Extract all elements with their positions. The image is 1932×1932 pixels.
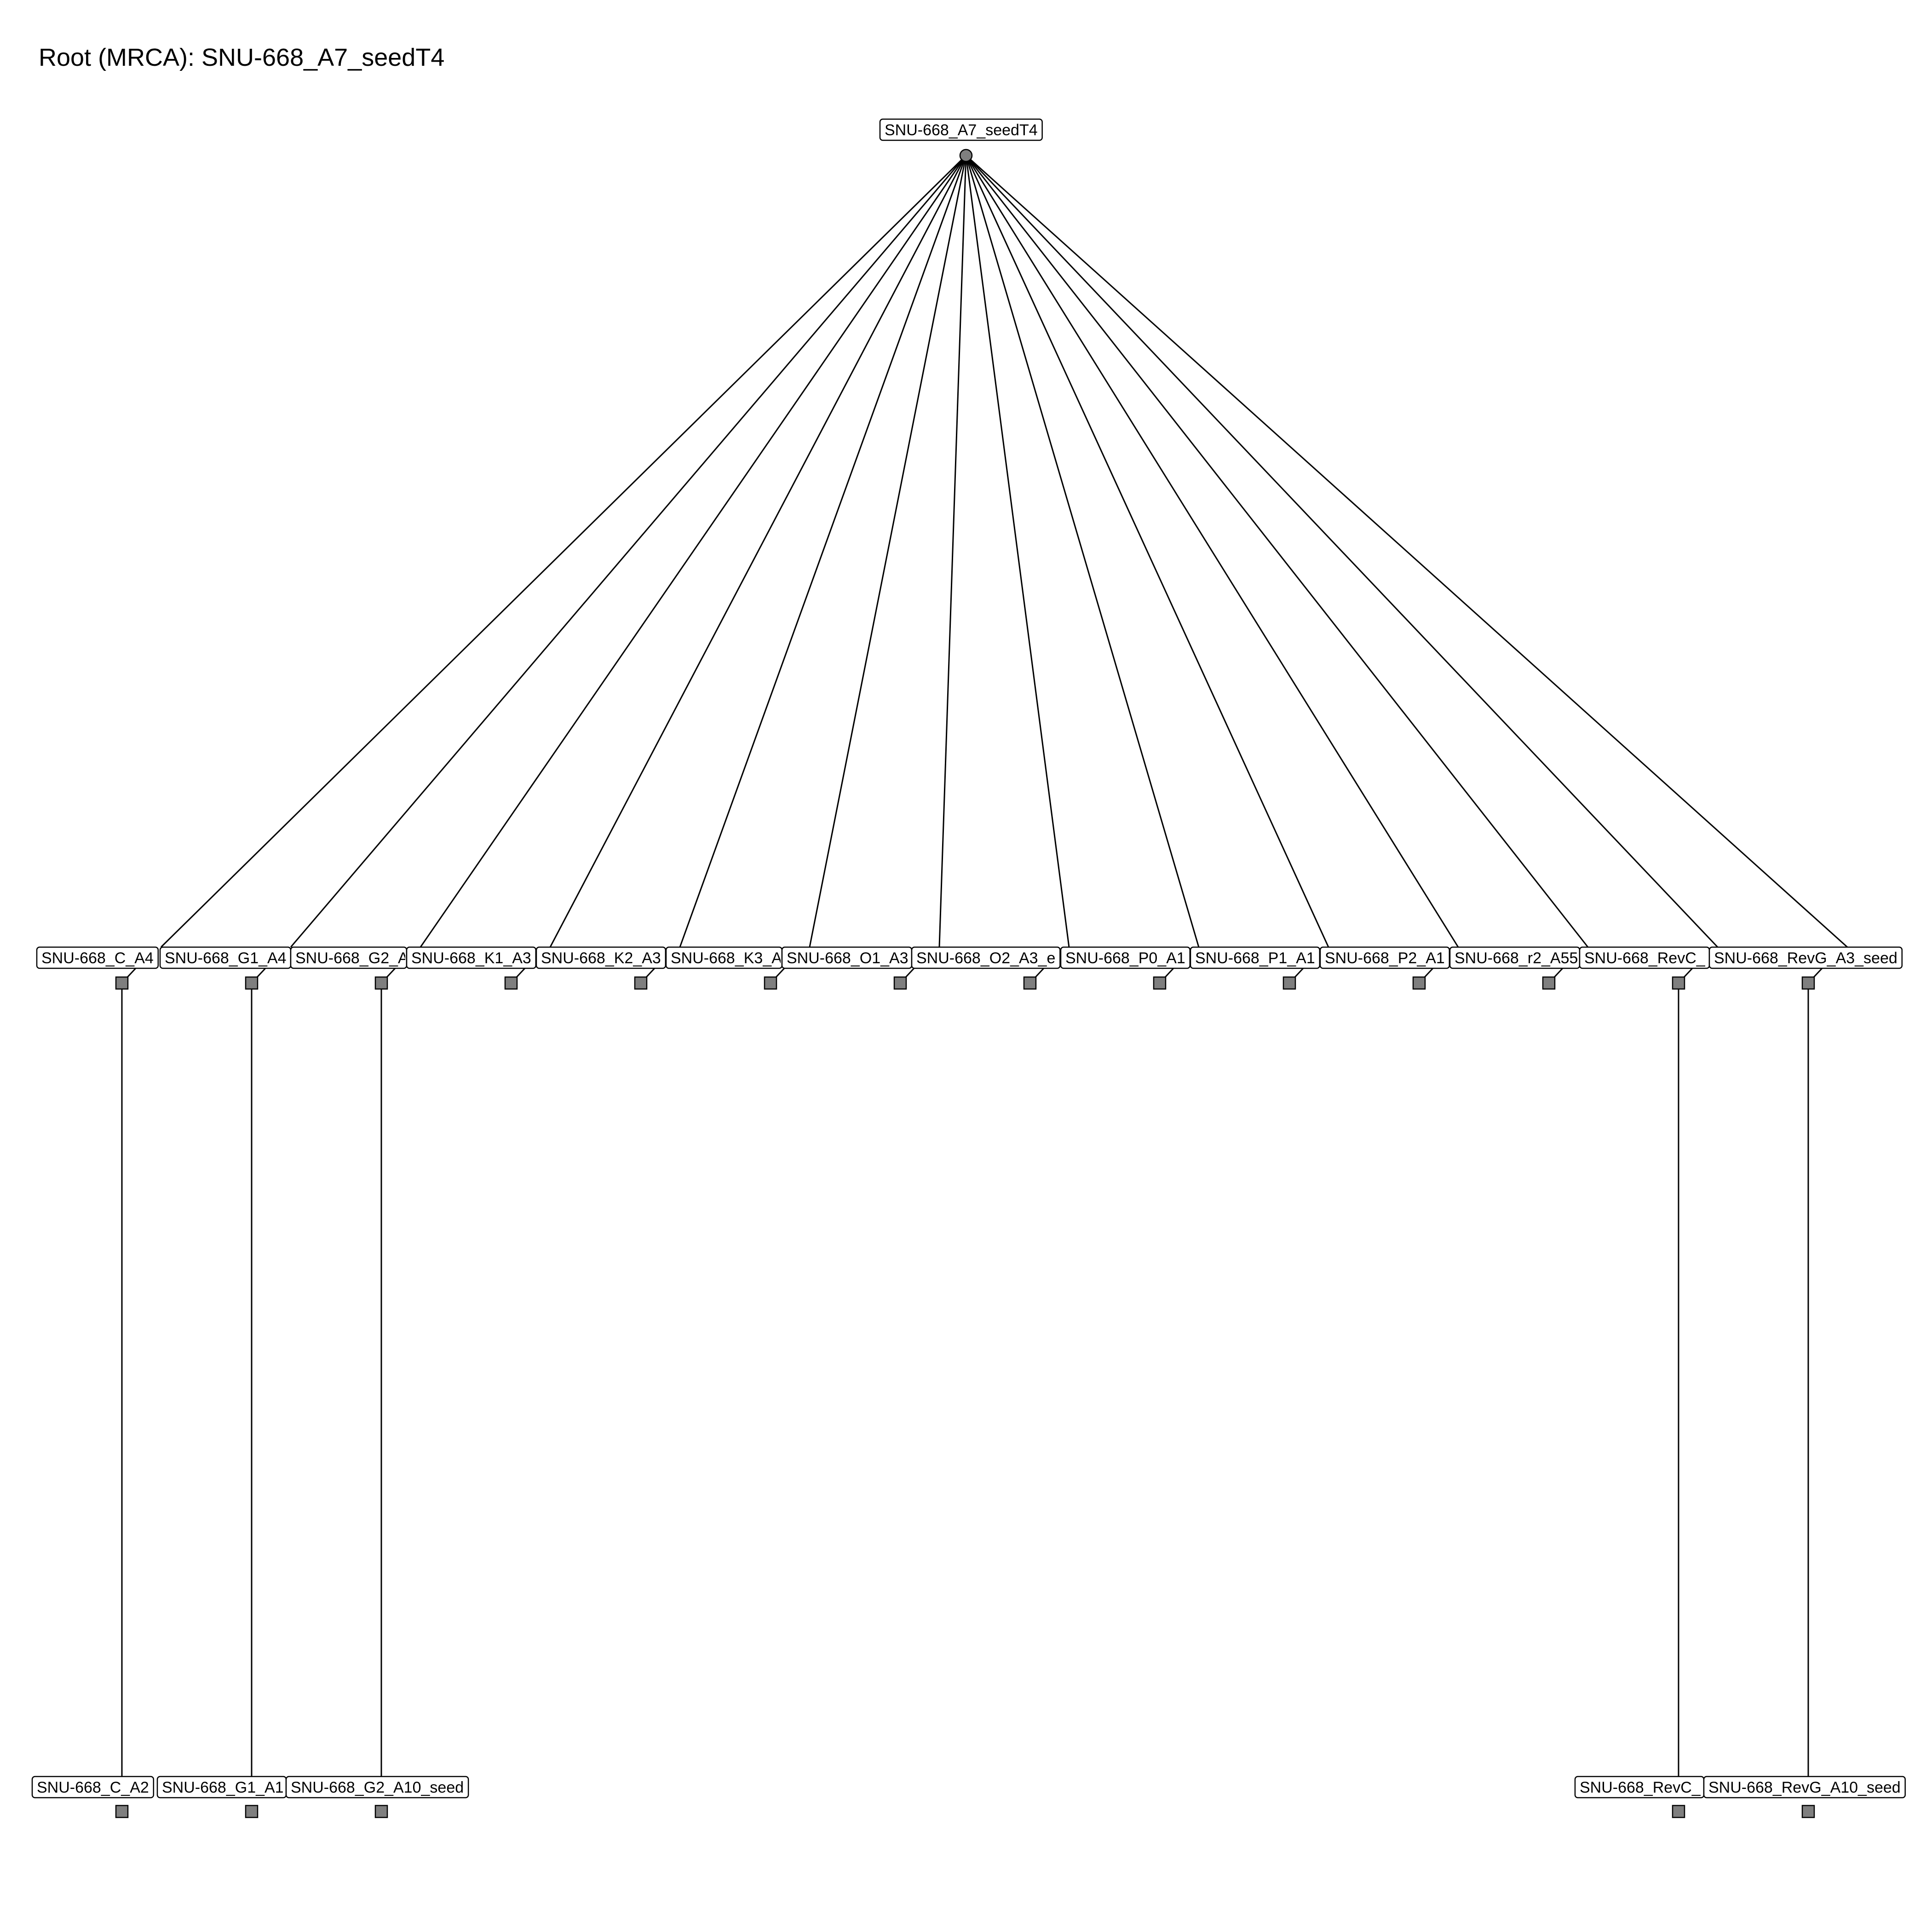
node-label-1-text: SNU-668_G1_A4 [165,949,287,967]
root-node[interactable] [959,149,973,162]
node-0[interactable] [115,976,129,990]
node-label-11: SNU-668_r2_A55 [1449,946,1581,969]
node-label-4-text: SNU-668_K2_A3 [541,949,661,967]
edge-root-to-10 [965,155,1459,948]
edges-layer [121,155,1848,1777]
leaf-label-0-0-box [31,1776,155,1799]
leaf-node-1-0[interactable] [245,1805,259,1818]
node-12[interactable] [1672,976,1685,990]
node-label-12-text: SNU-668_RevC_ [1584,949,1706,967]
node-10[interactable] [1412,976,1426,990]
node-8[interactable] [1153,976,1167,990]
node-label-0-box [36,946,159,969]
node-label-8: SNU-668_P0_A1 [1060,946,1191,969]
node-4[interactable] [634,976,648,990]
leaf-label-0-0: SNU-668_C_A2 [31,1776,155,1799]
edge-root-to-0 [160,155,967,948]
leaf-label-2-0-text: SNU-668_G2_A10_seed [291,1779,464,1796]
edge-root-to-1 [290,155,967,948]
edge-root-to-6 [938,155,967,948]
leaf-label-12-0: SNU-668_RevC_ [1574,1776,1705,1799]
edge-root-to-11 [965,155,1589,948]
root-label: SNU-668_A7_seedT4 [879,118,1043,141]
edge-root-to-13 [965,155,1848,948]
leaf-label-1-0-text: SNU-668_G1_A1 [162,1779,284,1796]
node-1[interactable] [245,976,259,990]
node-label-9: SNU-668_P1_A1 [1190,946,1321,969]
node-3[interactable] [504,976,518,990]
node-7[interactable] [1023,976,1037,990]
leaf-label-13-0-box [1703,1776,1906,1799]
edge-root-to-2 [420,155,967,948]
edge-root-to-4 [679,155,967,948]
leaf-node-12-0[interactable] [1672,1805,1685,1818]
node-label-13-box [1708,946,1903,969]
node-9[interactable] [1282,976,1296,990]
node-label-0: SNU-668_C_A4 [36,946,159,969]
edge-root-to-5 [809,155,967,948]
node-label-8-text: SNU-668_P0_A1 [1065,949,1185,967]
node-5[interactable] [764,976,777,990]
edge-root-to-8 [965,155,1200,948]
nodes-layer [115,149,1815,1818]
node-label-1: SNU-668_G1_A4 [159,946,292,969]
node-11[interactable] [1542,976,1556,990]
diagram-title: Root (MRCA): SNU-668_A7_seedT4 [39,44,444,71]
leaf-node-2-0[interactable] [374,1805,388,1818]
node-label-7-box [911,946,1061,969]
node-label-10-text: SNU-668_P2_A1 [1325,949,1445,967]
node-label-5: SNU-668_K3_A [665,946,783,969]
leaf-label-1-0: SNU-668_G1_A1 [156,1776,287,1799]
node-label-0-text: SNU-668_C_A4 [41,949,154,967]
edge-root-to-7 [965,155,1070,948]
node-label-6-text: SNU-668_O1_A3 [787,949,908,967]
node-label-10: SNU-668_P2_A1 [1319,946,1450,969]
leaf-label-2-0-box [285,1776,469,1799]
node-label-11-text: SNU-668_r2_A55 [1455,949,1578,967]
root-label-text: SNU-668_A7_seedT4 [885,121,1038,139]
leaf-label-0-0-text: SNU-668_C_A2 [37,1779,149,1796]
leaf-label-13-0-text: SNU-668_RevG_A10_seed [1708,1779,1901,1796]
node-label-2: SNU-668_G2_A [290,946,408,969]
node-label-12: SNU-668_RevC_ [1579,946,1710,969]
node-13[interactable] [1801,976,1815,990]
leaf-label-13-0: SNU-668_RevG_A10_seed [1703,1776,1906,1799]
node-label-2-text: SNU-668_G2_A [295,949,408,967]
node-label-3-text: SNU-668_K1_A3 [411,949,531,967]
node-label-5-text: SNU-668_K3_A [671,949,782,967]
node-6[interactable] [893,976,907,990]
node-label-4: SNU-668_K2_A3 [535,946,667,969]
edge-root-to-3 [549,155,967,948]
node-label-13-text: SNU-668_RevG_A3_seed [1714,949,1898,967]
node-label-7: SNU-668_O2_A3_e [911,946,1061,969]
node-label-9-text: SNU-668_P1_A1 [1195,949,1315,967]
node-label-6: SNU-668_O1_A3 [781,946,913,969]
leaf-node-13-0[interactable] [1801,1805,1815,1818]
node-label-7-text: SNU-668_O2_A3_e [916,949,1055,967]
node-label-3: SNU-668_K1_A3 [406,946,537,969]
node-2[interactable] [374,976,388,990]
edge-root-to-9 [965,155,1329,948]
leaf-label-12-0-text: SNU-668_RevC_ [1580,1779,1701,1796]
node-label-13: SNU-668_RevG_A3_seed [1708,946,1903,969]
edge-root-to-12 [965,155,1719,948]
root-label-box [879,118,1043,141]
leaf-node-0-0[interactable] [115,1805,129,1818]
leaf-label-2-0: SNU-668_G2_A10_seed [285,1776,469,1799]
